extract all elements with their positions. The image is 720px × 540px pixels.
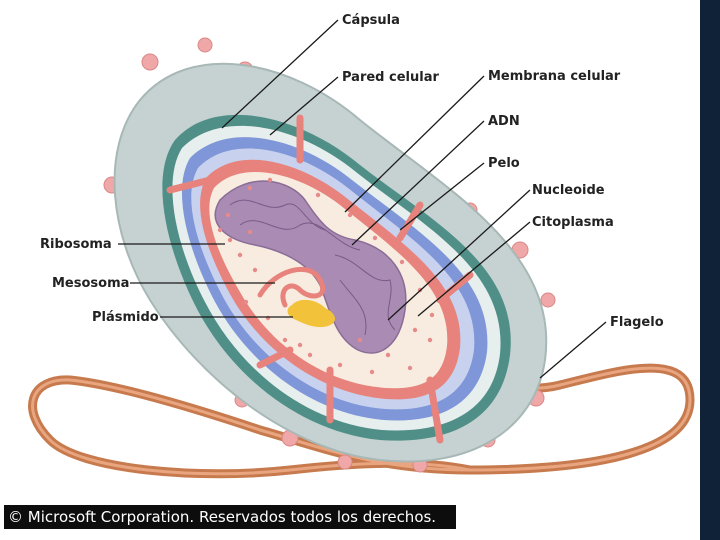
label-adn: ADN: [488, 114, 520, 129]
label-citoplasma: Citoplasma: [532, 215, 614, 230]
label-mesosoma: Mesosoma: [52, 276, 129, 291]
label-membrana-celular: Membrana celular: [488, 69, 621, 84]
label-plasmido: Plásmido: [92, 310, 159, 325]
label-ribosoma: Ribosoma: [40, 237, 112, 252]
copyright-notice: © Microsoft Corporation. Reservados todo…: [4, 505, 456, 529]
right-side-strip: [700, 0, 720, 540]
label-nucleoide: Nucleoide: [532, 183, 605, 198]
label-pelo: Pelo: [488, 156, 520, 171]
label-capsula: Cápsula: [342, 13, 400, 28]
label-flagelo: Flagelo: [610, 315, 664, 330]
label-pared-celular: Pared celular: [342, 70, 439, 85]
